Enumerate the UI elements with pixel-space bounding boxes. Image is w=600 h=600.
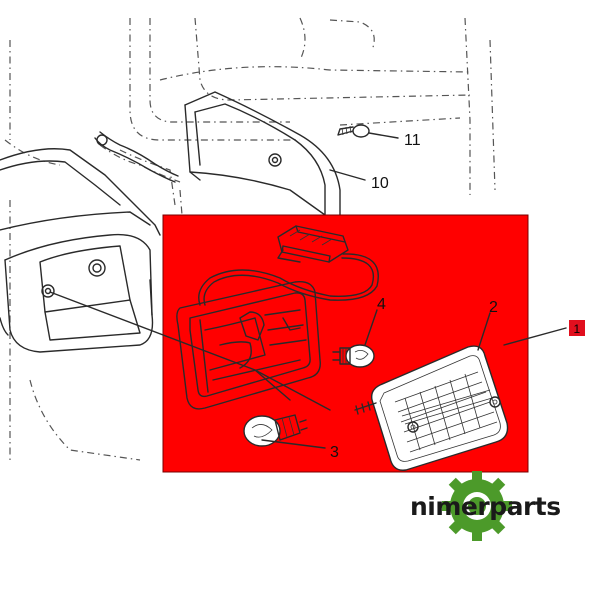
callout-4: 4 (377, 296, 386, 313)
mounting-bracket (184, 91, 341, 216)
lamp-assembly (176, 225, 509, 471)
lamp-housing (176, 281, 321, 410)
lens-screw (354, 401, 377, 415)
bulb-small (332, 344, 375, 368)
gear-icon (442, 471, 512, 541)
brand-name: nimerparts (410, 492, 561, 521)
lens (370, 345, 509, 471)
brand-logo: nimerparts (410, 471, 561, 541)
wire-cable (198, 257, 374, 306)
callout-1-badge (569, 320, 585, 336)
vehicle-body-outline (4, 17, 496, 461)
callout-1: 1 (574, 322, 581, 336)
callout-11: 11 (404, 132, 421, 149)
bulb-large (243, 414, 308, 447)
connector-plug (277, 225, 349, 263)
callout-2: 2 (489, 299, 498, 316)
callout-3: 3 (330, 444, 339, 461)
lamp-housing-left (0, 148, 161, 353)
leader-lines (49, 132, 567, 449)
callout-10: 10 (371, 175, 389, 192)
wiring-harness-background (94, 131, 181, 183)
screw (337, 124, 370, 138)
